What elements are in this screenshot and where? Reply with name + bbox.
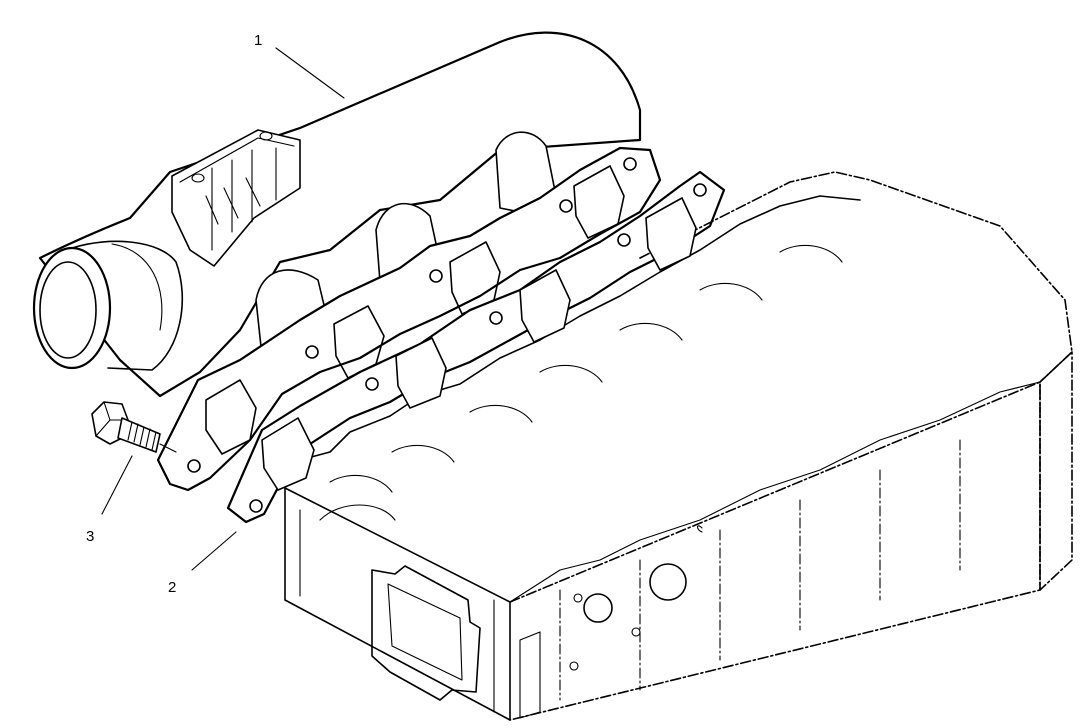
- exhaust-manifold: [32, 31, 662, 492]
- callout-2: 2: [168, 531, 237, 596]
- callout-label-3: 3: [86, 528, 94, 545]
- callout-label-2: 2: [168, 579, 176, 596]
- cylinder-head: [284, 171, 1073, 721]
- callout-label-1: 1: [254, 32, 262, 49]
- flange-bolt: [91, 401, 177, 453]
- callout-3: 3: [86, 455, 133, 545]
- manifold-gasket: [226, 170, 726, 524]
- callout-1: 1: [254, 32, 345, 99]
